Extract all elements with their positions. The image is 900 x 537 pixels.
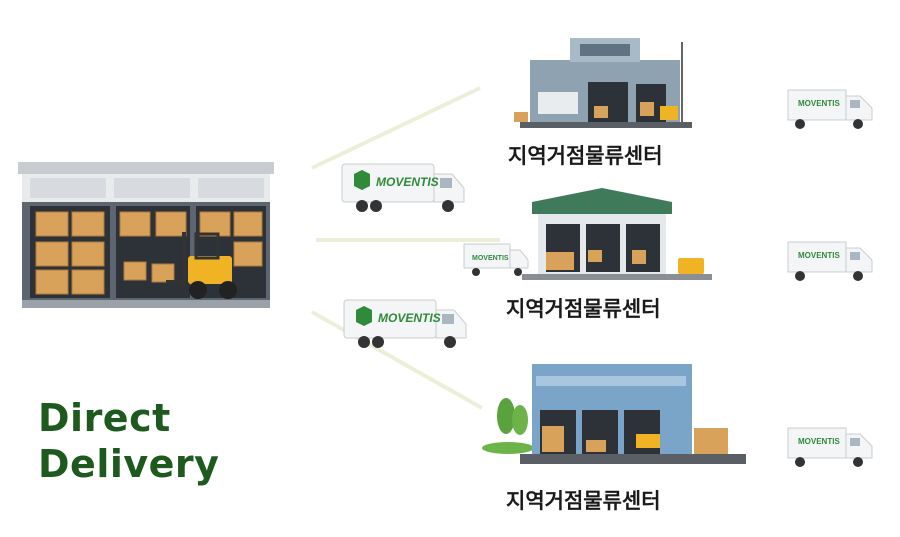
delivery-truck-icon: MOVENTIS	[786, 238, 878, 282]
main-warehouse	[16, 160, 276, 310]
delivery-truck-icon: MOVENTIS	[786, 424, 878, 468]
regional-center-label: 지역거점물류센터	[506, 293, 661, 323]
regional-center-label: 지역거점물류센터	[506, 485, 661, 515]
regional-warehouse-icon	[480, 358, 750, 470]
regional-warehouse-icon	[510, 32, 700, 132]
svg-text:MOVENTIS: MOVENTIS	[378, 311, 441, 325]
delivery-truck-icon: MOVENTIS	[340, 160, 468, 216]
svg-text:MOVENTIS: MOVENTIS	[472, 255, 509, 262]
delivery-truck-icon: MOVENTIS	[342, 296, 470, 352]
delivery-truck-icon: MOVENTIS	[786, 86, 878, 130]
svg-text:MOVENTIS: MOVENTIS	[798, 251, 840, 260]
regional-warehouse-icon: MOVENTIS	[462, 188, 722, 284]
svg-text:MOVENTIS: MOVENTIS	[798, 437, 840, 446]
connector-line-top	[312, 88, 480, 168]
svg-text:MOVENTIS: MOVENTIS	[798, 99, 840, 108]
regional-center-label: 지역거점물류센터	[508, 140, 663, 170]
title-line-2: Delivery	[38, 441, 219, 487]
svg-text:MOVENTIS: MOVENTIS	[376, 175, 439, 189]
title-line-1: Direct	[38, 395, 219, 441]
diagram-title: Direct Delivery	[38, 395, 219, 487]
small-truck: MOVENTIS	[464, 244, 528, 276]
